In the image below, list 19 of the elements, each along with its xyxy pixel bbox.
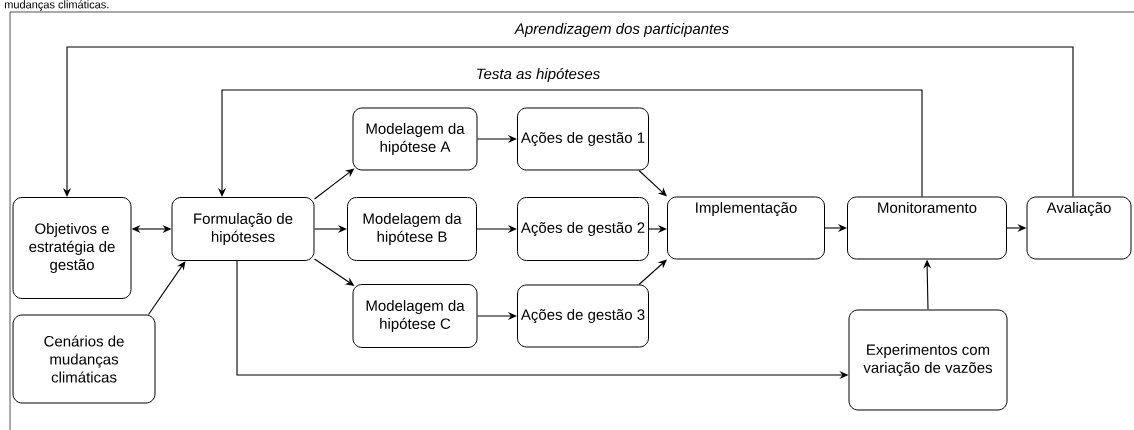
- process-box: Ações de gestão 3: [517, 284, 649, 348]
- process-box: Ações de gestão 2: [517, 197, 649, 261]
- process-box: Implementação: [667, 196, 825, 260]
- arrow: [147, 261, 186, 316]
- edge-label: Aprendizagem dos participantes: [514, 23, 729, 37]
- process-box: Experimentos com variação de vazões: [848, 309, 1008, 411]
- process-box: Ações de gestão 1: [517, 107, 649, 171]
- process-box: Avaliação: [1026, 196, 1132, 260]
- process-box: Modelagem da hipótese A: [352, 107, 478, 171]
- arrow: [638, 169, 667, 197]
- process-box: Formulação de hipóteses: [171, 197, 315, 261]
- process-box: Modelagem da hipótese B: [347, 197, 477, 261]
- process-box: Monitoramento: [847, 196, 1007, 260]
- edge-label: Testa as hipóteses: [477, 67, 600, 83]
- arrow: [638, 259, 667, 286]
- process-box: Objetivos e estratégia de gestão: [12, 197, 132, 299]
- process-box: Cenários de mudanças climáticas: [12, 314, 156, 404]
- caption-text: mudanças climáticas.: [4, 0, 109, 11]
- process-box: Modelagem da hipótese C: [352, 284, 478, 348]
